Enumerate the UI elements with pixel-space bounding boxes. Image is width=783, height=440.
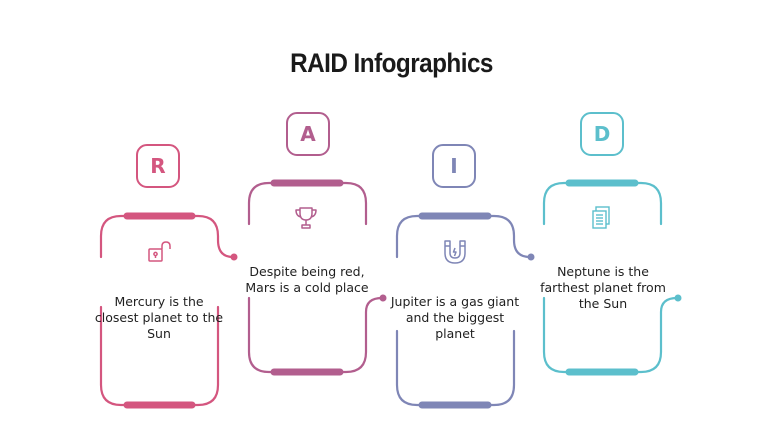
letter-i-box: I: [432, 144, 476, 188]
magnet-icon: [444, 240, 466, 264]
letter-a-box: A: [286, 112, 330, 156]
trophy-icon: [295, 207, 317, 229]
page-title: RAID Infographics: [290, 48, 493, 78]
letter-r-box: R: [136, 144, 180, 188]
frame-a: [247, 179, 387, 376]
open-padlock-icon: [148, 241, 171, 262]
documents-icon: [592, 206, 610, 229]
frame-r: [99, 212, 238, 409]
description-d: Neptune is the farthest planet from the …: [540, 264, 666, 311]
description-a: Despite being red, Mars is a cold place: [245, 264, 369, 295]
letter-d-box: D: [580, 112, 624, 156]
frame-i: [395, 212, 535, 409]
description-r: Mercury is the closest planet to the Sun: [94, 294, 224, 341]
description-i: Jupiter is a gas giant and the biggest p…: [390, 294, 520, 341]
frame-d: [542, 179, 682, 376]
